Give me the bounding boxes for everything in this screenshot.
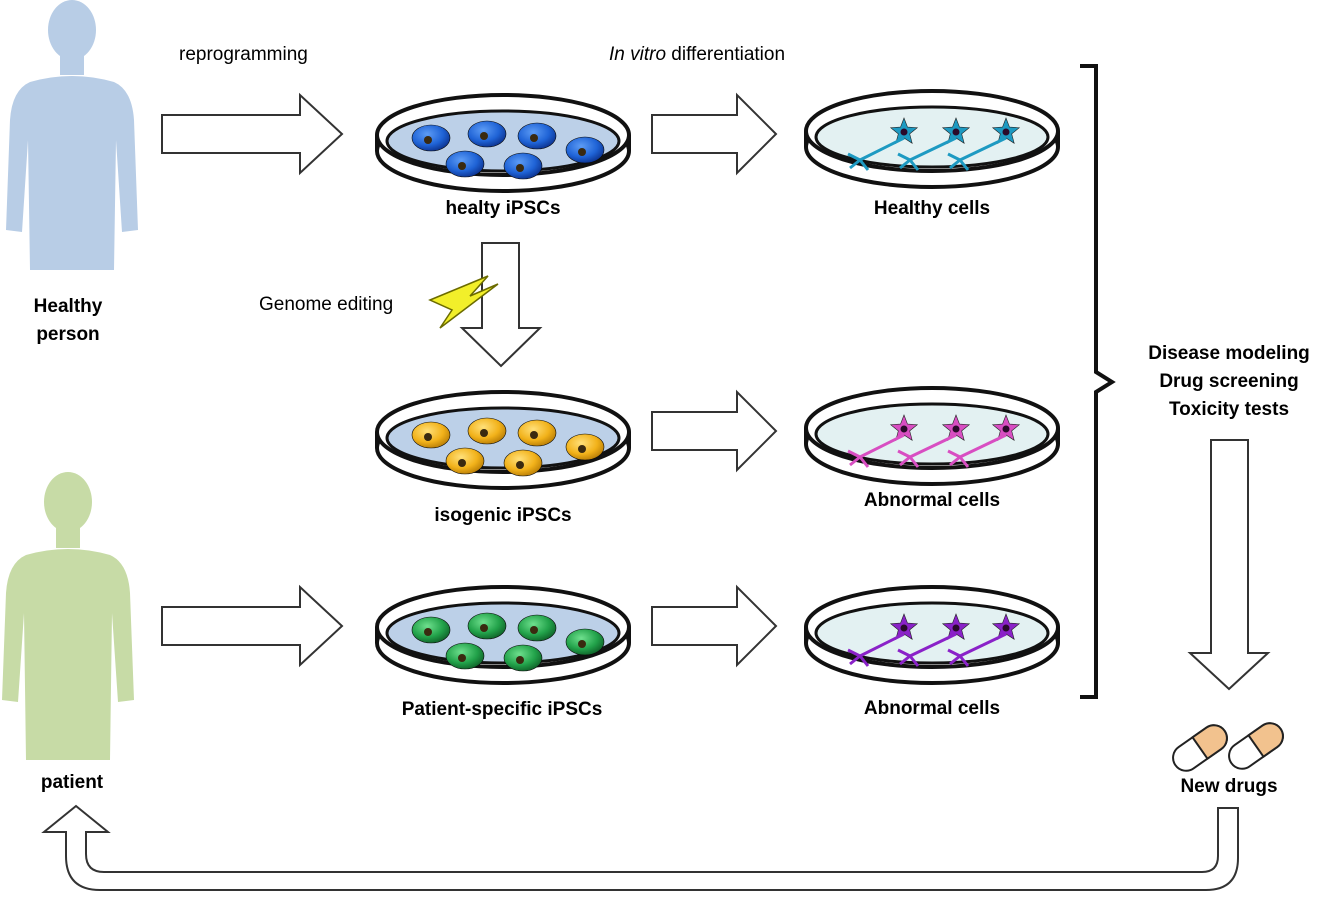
in-vitro-differentiation-label: In vitro differentiation	[609, 44, 785, 66]
patient-icon	[2, 472, 134, 760]
ipsc-cell	[411, 124, 451, 152]
healthy-person-label-line-2: person	[36, 324, 100, 345]
new-drugs-label: New drugs	[1180, 776, 1278, 797]
reprogramming-label: reprogramming	[179, 44, 308, 65]
return-arrow	[41, 804, 1239, 891]
reprogramming-arrow	[161, 92, 344, 176]
differentiation-arrow-bottom	[651, 584, 778, 668]
ipsc-cell	[467, 120, 507, 148]
application-drug-screening: Drug screening	[1159, 371, 1299, 392]
drug-screening-arrow	[1187, 439, 1271, 691]
abnormal-cells-label-1: Abnormal cells	[863, 490, 1001, 511]
genome-editing-arrow	[459, 242, 543, 368]
application-disease-modeling: Disease modeling	[1148, 343, 1310, 364]
ipsc-cell	[411, 421, 451, 449]
ipsc-cell	[445, 642, 485, 670]
patient-specific-ipscs-label: Patient-specific iPSCs	[401, 699, 603, 720]
neuron-cell	[847, 613, 919, 667]
ipsc-cell	[517, 419, 557, 447]
neuron-cell	[947, 414, 1021, 468]
petri-dish-patient-specific-ipscs	[375, 585, 631, 685]
ipsc-cell	[503, 449, 543, 477]
petri-dish-isogenic-ipscs	[375, 390, 631, 490]
petri-dish-abnormal-cells-2	[804, 585, 1060, 685]
healthy-person-label: Healthy person	[34, 293, 103, 349]
petri-dish-healthy-cells	[804, 89, 1060, 189]
ipsc-cell	[565, 433, 605, 461]
ipsc-cell	[503, 152, 543, 180]
ipsc-cell	[445, 447, 485, 475]
in-vitro-italic: In vitro	[609, 44, 667, 65]
healthy-cells-label: Healthy cells	[873, 198, 991, 219]
healthy-person-label-line-1: Healthy	[33, 296, 103, 317]
ipsc-cell	[517, 122, 557, 150]
healty-ipscs-label: healty iPSCs	[445, 198, 561, 219]
neuron-cell	[897, 613, 971, 667]
neuron-cell	[947, 613, 1021, 667]
bracket-brace	[1080, 64, 1116, 699]
ipsc-cell	[517, 614, 557, 642]
reprogramming-arrow-patient	[161, 584, 344, 668]
neuron-cell	[947, 117, 1021, 171]
applications-list: Disease modeling Drug screening Toxicity…	[1148, 340, 1310, 424]
ipsc-cell	[467, 612, 507, 640]
neuron-cell	[897, 414, 971, 468]
lightning-bolt-icon	[428, 275, 499, 329]
healthy-person-icon	[6, 0, 138, 270]
differentiation-arrow-top	[651, 92, 778, 176]
capsule-icon	[1228, 722, 1284, 770]
ipsc-cell	[565, 136, 605, 164]
application-toxicity-tests: Toxicity tests	[1168, 399, 1290, 420]
ipsc-cell	[445, 150, 485, 178]
differentiation-text: differentiation	[666, 44, 786, 65]
differentiation-arrow-middle	[651, 389, 778, 473]
capsule-icon	[1172, 724, 1228, 772]
ipsc-cell	[467, 417, 507, 445]
genome-editing-label: Genome editing	[259, 294, 394, 315]
ipsc-cell	[565, 628, 605, 656]
ipsc-cell	[503, 644, 543, 672]
abnormal-cells-label-2: Abnormal cells	[863, 698, 1001, 719]
neuron-cell	[847, 414, 919, 468]
neuron-cell	[897, 117, 971, 171]
ipsc-cell	[411, 616, 451, 644]
petri-dish-abnormal-cells-1	[804, 386, 1060, 486]
patient-label: patient	[40, 772, 104, 793]
neuron-cell	[847, 117, 919, 171]
petri-dish-healty-ipscs	[375, 93, 631, 193]
isogenic-ipscs-label: isogenic iPSCs	[434, 505, 572, 526]
